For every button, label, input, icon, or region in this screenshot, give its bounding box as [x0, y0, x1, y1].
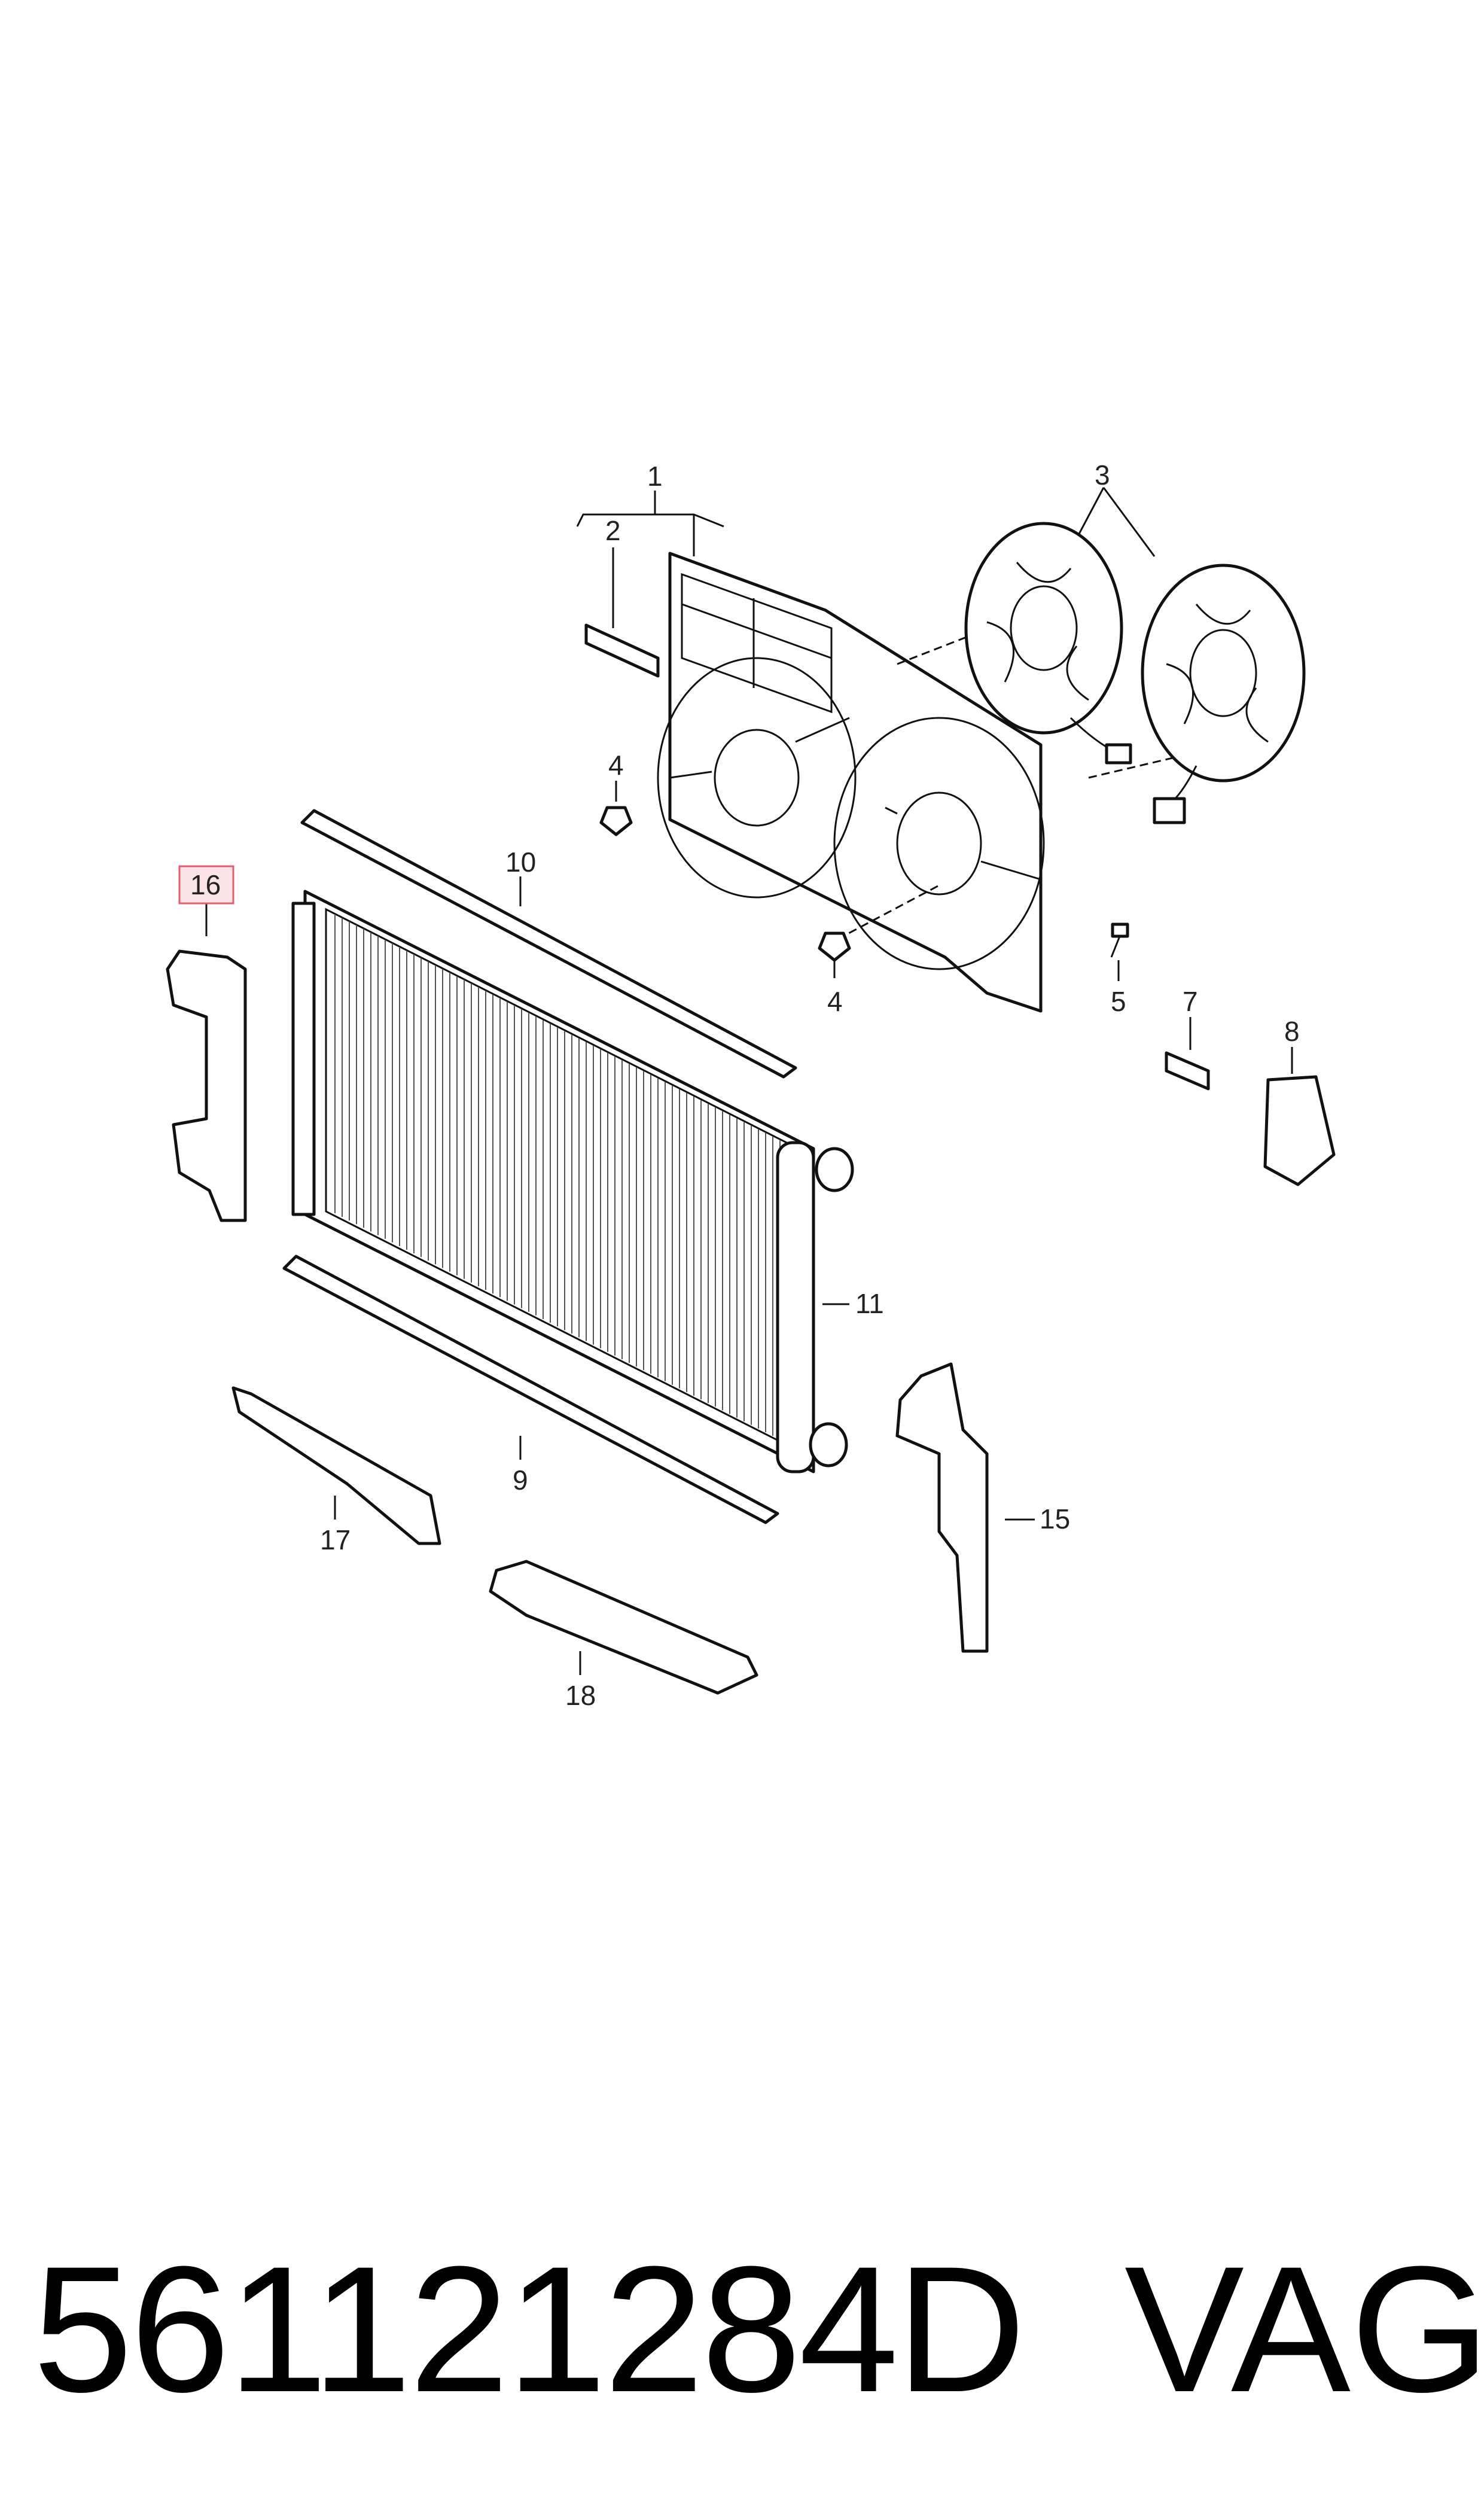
seal-strip-10 — [300, 809, 797, 1079]
seal-strip-9 — [282, 1255, 779, 1524]
callout-16: 16 — [190, 869, 221, 900]
callout-2: 2 — [605, 515, 621, 546]
callout-9: 9 — [513, 1464, 528, 1496]
callout-1: 1 — [647, 461, 663, 492]
seal-strip — [584, 623, 660, 678]
fan-1 — [964, 522, 1132, 765]
callout-4a: 4 — [608, 750, 624, 781]
radiator — [291, 890, 854, 1473]
nut-4b — [818, 931, 851, 962]
leader-lines — [205, 487, 1293, 1675]
brand-name: VAG — [1125, 2228, 1484, 2429]
callout-5: 5 — [1111, 986, 1126, 1017]
clip-7 — [1165, 1051, 1210, 1091]
bracket-8 — [1263, 1075, 1336, 1186]
air-guide-16 — [166, 949, 247, 1222]
callout-15: 15 — [1040, 1503, 1070, 1534]
air-guide-17 — [231, 1386, 441, 1545]
callout-11: 11 — [855, 1288, 884, 1319]
radiator-fins — [334, 914, 788, 1444]
callout-16-highlight — [178, 865, 234, 905]
air-guide-15 — [895, 1362, 989, 1653]
callouts: 1 2 3 4 4 5 7 8 9 10 11 15 16 17 18 — [178, 459, 1300, 1711]
fan-2 — [1141, 564, 1306, 824]
callout-8: 8 — [1284, 1016, 1300, 1047]
part-number: 561121284D — [33, 2228, 1026, 2429]
screw-5 — [1110, 922, 1129, 958]
callout-10: 10 — [505, 847, 536, 878]
air-guide-18 — [489, 1560, 758, 1695]
callout-17: 17 — [320, 1524, 351, 1555]
callout-7: 7 — [1183, 986, 1198, 1017]
callout-18: 18 — [565, 1680, 596, 1711]
nut-4a — [599, 806, 633, 836]
fan-shroud — [657, 552, 1045, 1013]
callout-4b: 4 — [827, 986, 843, 1017]
callout-3: 3 — [1095, 459, 1110, 491]
